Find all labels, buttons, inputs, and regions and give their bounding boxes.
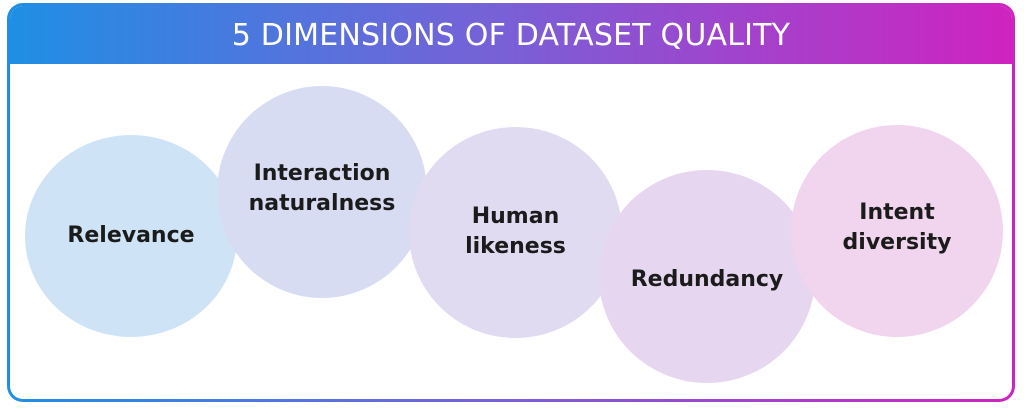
diagram-title: 5 DIMENSIONS OF DATASET QUALITY: [231, 17, 791, 53]
title-banner: 5 DIMENSIONS OF DATASET QUALITY: [10, 6, 1012, 64]
dimension-label-redundancy: Redundancy: [630, 266, 784, 292]
dimension-label-human-likeness: Human likeness: [465, 203, 566, 259]
dimension-circle-interaction-naturalness: Interaction naturalness: [217, 86, 427, 298]
dimension-label-relevance: Relevance: [67, 223, 195, 248]
dimension-label-interaction-naturalness: Interaction naturalness: [248, 161, 396, 216]
dimension-circle-intent-diversity: Intent diversity: [791, 125, 1003, 337]
dimension-circle-relevance: Relevance: [25, 135, 237, 337]
diagram-panel: 5 DIMENSIONS OF DATASET QUALITY Relevanc…: [10, 6, 1012, 399]
diagram-frame: 5 DIMENSIONS OF DATASET QUALITY Relevanc…: [7, 3, 1015, 402]
dimension-circle-redundancy: Redundancy: [599, 170, 815, 383]
dimension-circle-human-likeness: Human likeness: [409, 127, 622, 338]
dimension-label-intent-diversity: Intent diversity: [842, 200, 952, 255]
